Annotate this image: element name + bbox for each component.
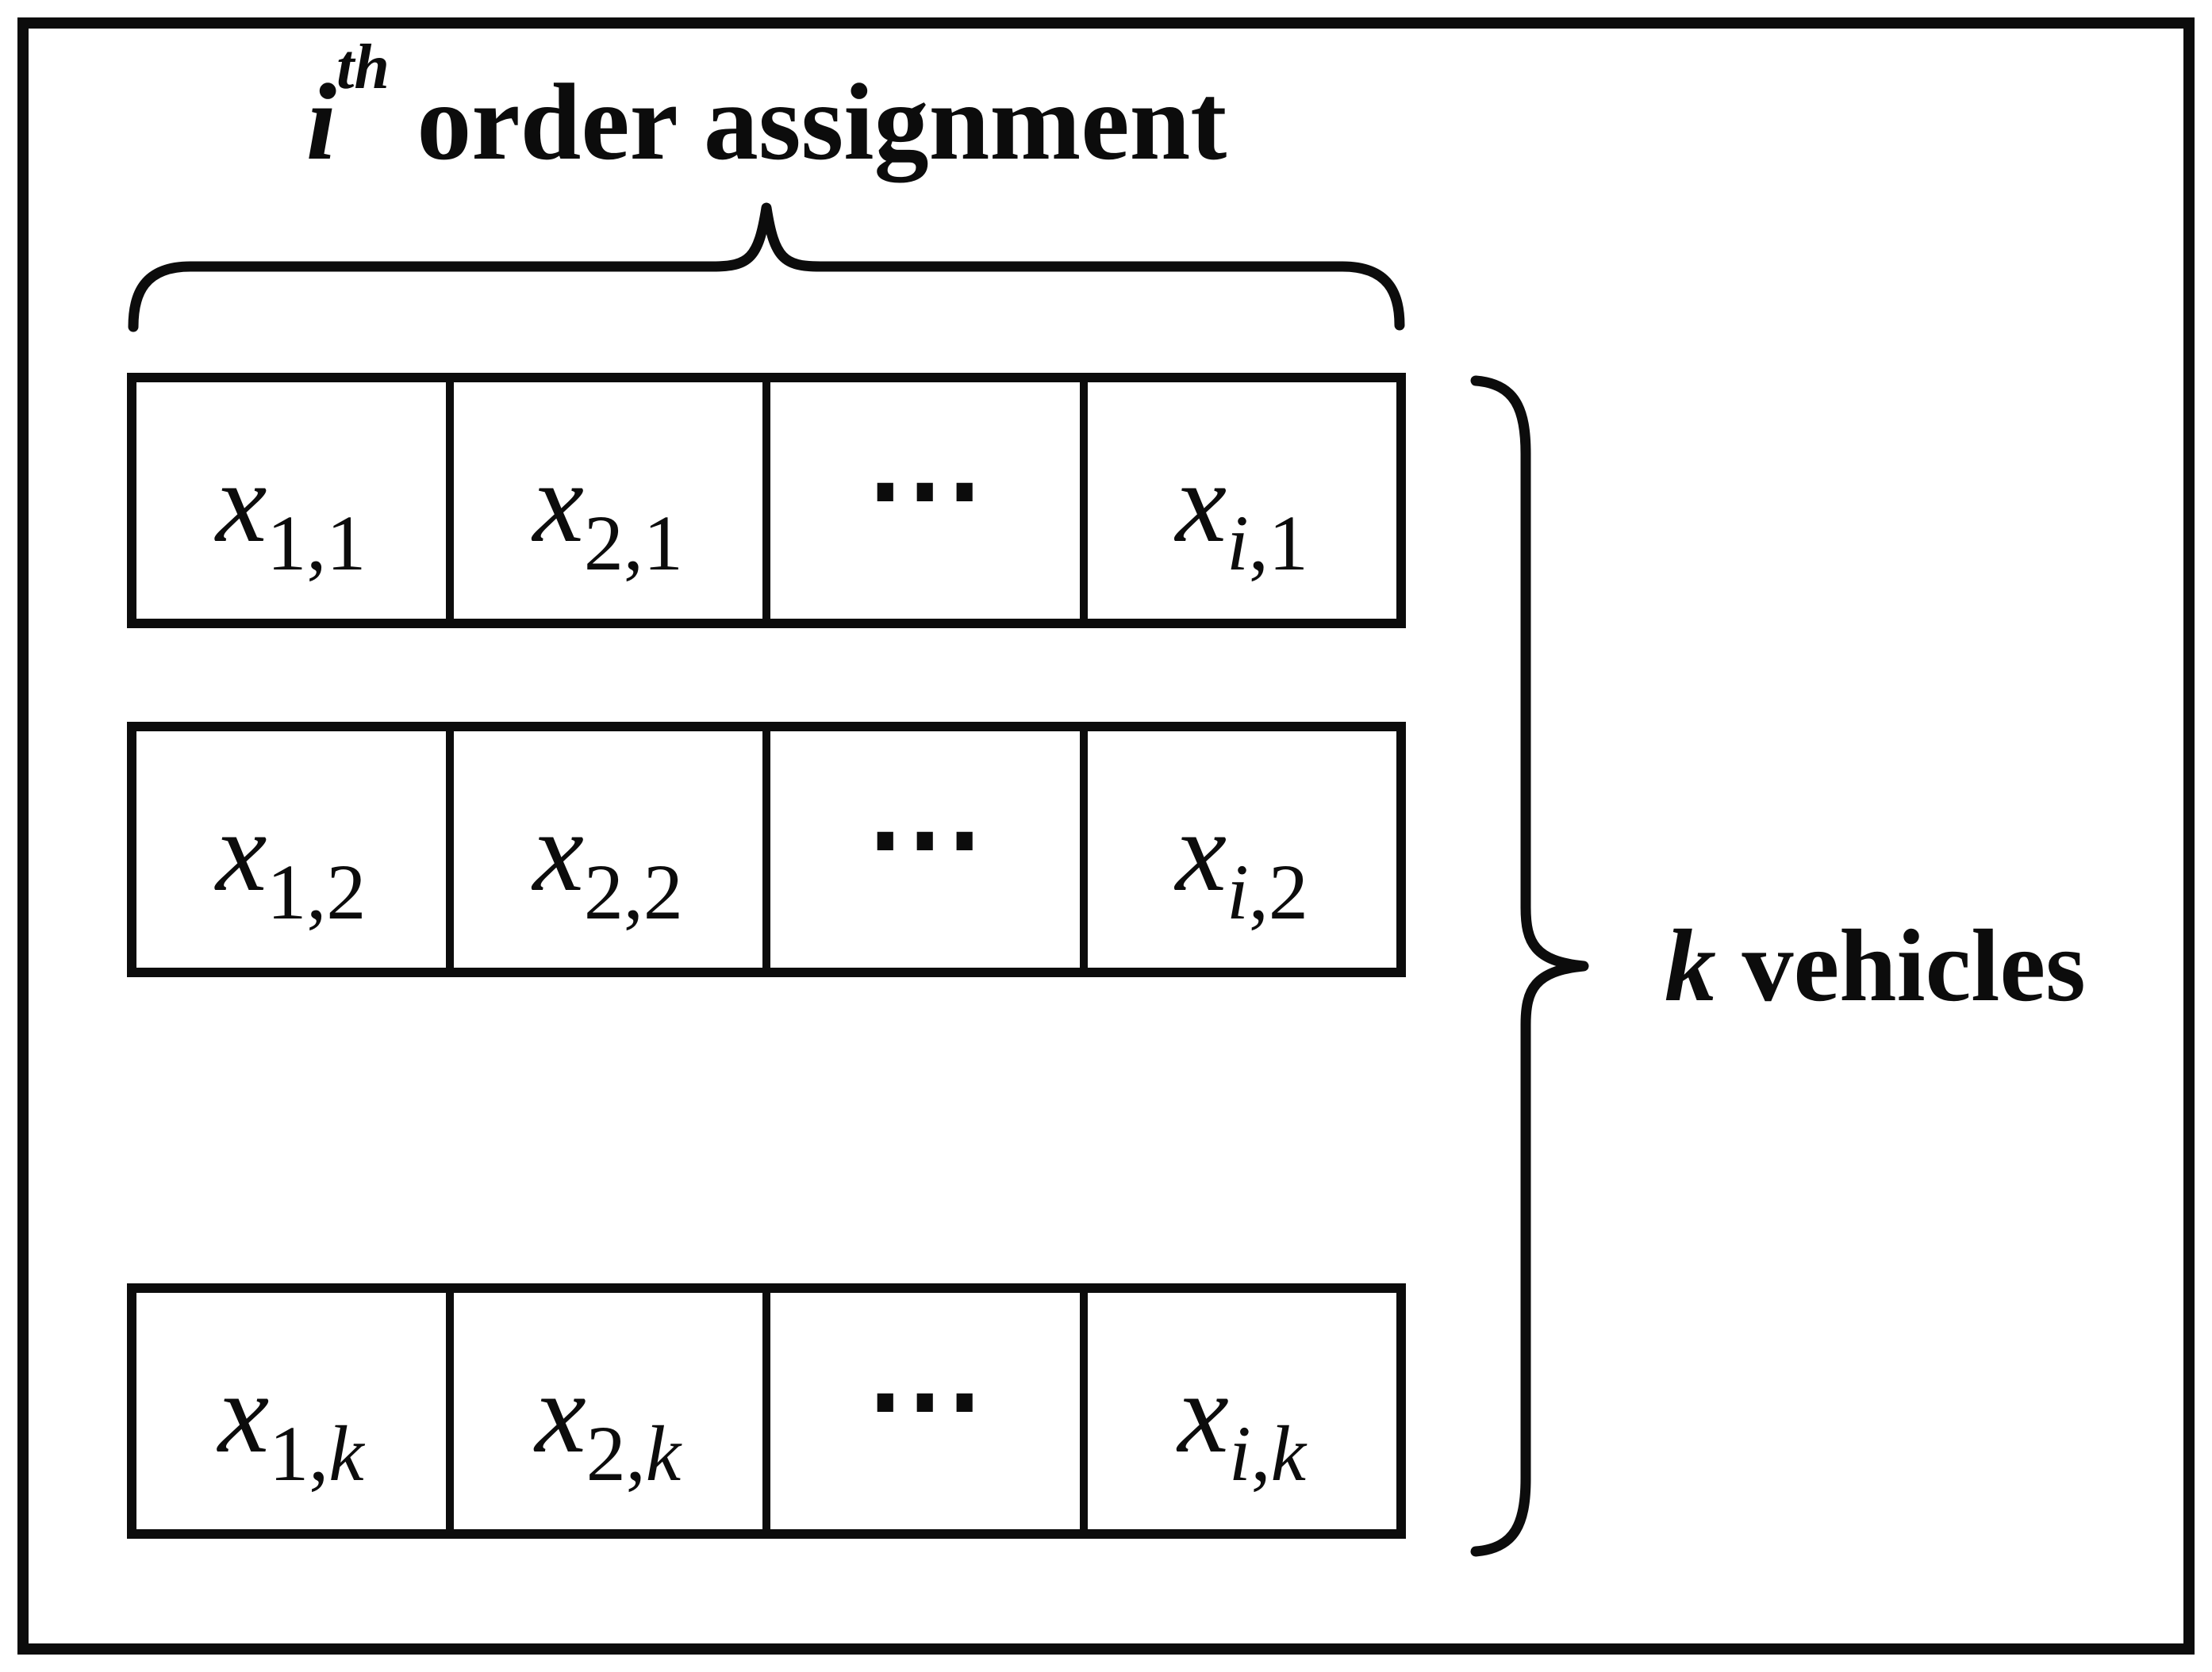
cell-subscript-tail: k: [1270, 1409, 1307, 1498]
cell-subscript: ,1: [1248, 498, 1308, 587]
title-index-variable: i: [305, 61, 337, 182]
matrix-cell: xi,k: [1079, 1293, 1397, 1529]
cell-subscript: 1,2: [267, 847, 367, 936]
cell-variable: x: [1177, 1349, 1229, 1477]
title-ordinal-superscript: th: [336, 33, 390, 103]
cell-variable: x: [535, 1349, 586, 1477]
cell-subscript: 1,: [269, 1409, 329, 1498]
matrix-cell: x2,2: [445, 731, 763, 968]
matrix-cell: xi,2: [1079, 731, 1397, 968]
cell-subscript-tail: k: [328, 1409, 364, 1498]
cell-variable: x: [532, 439, 584, 566]
matrix-cell-ellipsis: ⋯: [762, 731, 1080, 968]
cell-subscript: 1,1: [267, 498, 367, 587]
cell-value: x1,1: [216, 441, 366, 582]
cell-value: x1,k: [218, 1352, 364, 1493]
figure-border: [17, 17, 2195, 1655]
ellipsis-glyph: ⋯: [865, 773, 985, 904]
k-vehicles-label: k vehicles: [1665, 904, 2086, 1028]
matrix-cell-ellipsis: ⋯: [762, 1293, 1080, 1529]
cell-variable: x: [217, 1349, 270, 1477]
cell-subscript: ,2: [1248, 847, 1308, 936]
matrix-cell: x1,2: [136, 731, 446, 968]
cell-value: x2,2: [533, 790, 683, 931]
cell-subscript: ,: [1250, 1409, 1271, 1498]
vehicle-row-k: x1,k x2,k ⋯ xi,k: [127, 1283, 1406, 1539]
vehicle-row-2: x1,2 x2,2 ⋯ xi,2: [127, 722, 1406, 977]
matrix-cell: xi,1: [1079, 382, 1397, 619]
cell-value: ⋯: [866, 430, 985, 560]
cell-variable: x: [532, 788, 584, 915]
cell-value: x2,k: [535, 1352, 681, 1493]
cell-subscript: 2,: [586, 1409, 646, 1498]
cell-variable: x: [1175, 439, 1227, 566]
matrix-cell-ellipsis: ⋯: [762, 382, 1080, 619]
cell-subscript: 2,1: [583, 498, 683, 587]
vehicle-count-variable: k: [1665, 909, 1716, 1023]
ellipsis-glyph: ⋯: [865, 1334, 985, 1466]
vehicle-row-1: x1,1 x2,1 ⋯ xi,1: [127, 373, 1406, 628]
cell-subscript-lead: i: [1227, 498, 1249, 587]
matrix-cell: x1,1: [136, 382, 446, 619]
figure-title: ith order assignment: [127, 36, 1406, 182]
cell-value: ⋯: [866, 1340, 985, 1471]
cell-subscript-tail: k: [645, 1409, 682, 1498]
matrix-cell: x2,k: [445, 1293, 763, 1529]
matrix-cell: x1,k: [136, 1293, 446, 1529]
cell-subscript-lead: i: [1227, 847, 1249, 936]
cell-value: xi,2: [1176, 790, 1308, 931]
cell-variable: x: [216, 439, 267, 566]
cell-value: xi,k: [1177, 1352, 1306, 1493]
cell-subscript-lead: i: [1228, 1409, 1251, 1498]
cell-value: x2,1: [533, 441, 683, 582]
vehicle-count-text: vehicles: [1716, 909, 2086, 1023]
ellipsis-glyph: ⋯: [865, 424, 985, 555]
cell-value: xi,1: [1176, 441, 1308, 582]
cell-variable: x: [216, 788, 267, 915]
cell-value: x1,2: [216, 790, 366, 931]
cell-subscript: 2,2: [583, 847, 683, 936]
cell-variable: x: [1175, 788, 1227, 915]
cell-value: ⋯: [866, 779, 985, 909]
title-text: order assignment: [389, 61, 1227, 182]
matrix-cell: x2,1: [445, 382, 763, 619]
